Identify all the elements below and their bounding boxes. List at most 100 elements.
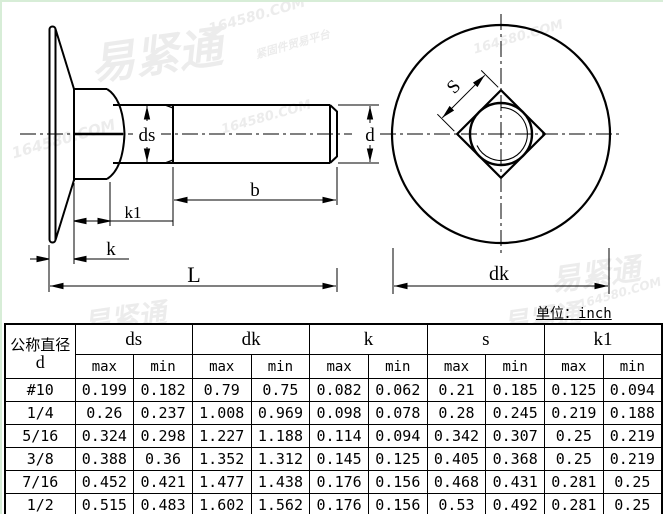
dim-label-d: d xyxy=(365,125,375,146)
table-cell: 0.156 xyxy=(367,470,428,494)
table-cell: 0.75 xyxy=(250,378,311,402)
bolt-side-view xyxy=(48,25,338,244)
table-cell: 0.324 xyxy=(74,424,135,448)
head-flat-face xyxy=(48,25,57,244)
row-diameter: 1/2 xyxy=(4,493,76,514)
subheader-min: min xyxy=(602,354,663,379)
table-cell: 1.227 xyxy=(191,424,252,448)
dim-label-b: b xyxy=(250,180,260,201)
subheader-min: min xyxy=(367,354,428,379)
table-cell: 0.219 xyxy=(602,447,663,471)
row-header-title: 公称直径 d xyxy=(4,323,76,379)
shank-thread-circle xyxy=(476,106,528,162)
row-header-d: d xyxy=(35,352,45,372)
head-circle-dk xyxy=(390,23,612,245)
table-cell: 1.352 xyxy=(191,447,252,471)
subheader-max: max xyxy=(74,354,135,379)
table-cell: 0.281 xyxy=(544,470,604,494)
table-cell: 0.431 xyxy=(485,470,545,494)
table-cell: 0.145 xyxy=(309,447,369,471)
dimension-labels: ds d b k1 k L dk xyxy=(106,125,509,287)
row-diameter: 1/4 xyxy=(4,401,76,425)
table-cell: 0.483 xyxy=(133,493,193,514)
table-cell: 1.477 xyxy=(191,470,252,494)
table-cell: 0.368 xyxy=(485,447,545,471)
table-cell: 0.515 xyxy=(74,493,135,514)
dim-label-k: k xyxy=(106,239,116,260)
subheader-min: min xyxy=(133,354,193,379)
dim-label-ds: ds xyxy=(139,125,156,146)
table-cell: 0.53 xyxy=(426,493,487,514)
subheader-min: min xyxy=(250,354,311,379)
table-cell: 0.182 xyxy=(133,378,193,402)
subheader-max: max xyxy=(309,354,369,379)
table-cell: 1.188 xyxy=(250,424,311,448)
table-cell: 0.098 xyxy=(309,401,369,425)
table-header-row: 公称直径 d ds dk k s k1 xyxy=(4,323,663,379)
table-cell: 0.26 xyxy=(74,401,135,425)
col-group-k1: k1 xyxy=(544,323,663,355)
table-cell: 0.307 xyxy=(485,424,545,448)
table-cell: 1.602 xyxy=(191,493,252,514)
side-view-dimensions xyxy=(30,104,379,292)
dim-label-k1: k1 xyxy=(125,203,142,222)
subheader-max: max xyxy=(191,354,252,379)
neck-inscribed-circle xyxy=(468,101,534,167)
table-cell: 0.078 xyxy=(367,401,428,425)
table-cell: 0.125 xyxy=(367,447,428,471)
table-subheader-row: max min max min max min max min max min xyxy=(5,354,663,379)
row-header-cn: 公称直径 xyxy=(10,336,71,354)
dim-label-L: L xyxy=(187,262,200,287)
table-cell: 1.312 xyxy=(250,447,311,471)
table-cell: 0.219 xyxy=(544,401,604,425)
table-cell: 0.421 xyxy=(133,470,193,494)
subheader-max: max xyxy=(544,354,604,379)
table-cell: 0.298 xyxy=(133,424,193,448)
table-cell: 0.25 xyxy=(602,493,663,514)
table-cell: 0.36 xyxy=(133,447,193,471)
table-cell: 1.008 xyxy=(191,401,252,425)
col-group-ds: ds xyxy=(74,323,193,355)
table-cell: 0.062 xyxy=(367,378,428,402)
row-diameter: 5/16 xyxy=(4,424,76,448)
table-cell: 0.25 xyxy=(602,470,663,494)
table-cell: 0.114 xyxy=(309,424,369,448)
table-cell: 0.082 xyxy=(309,378,369,402)
table-cell: 0.405 xyxy=(426,447,487,471)
col-group-s: s xyxy=(426,323,546,355)
table-cell: 0.342 xyxy=(426,424,487,448)
subheader-min: min xyxy=(485,354,545,379)
col-group-dk: dk xyxy=(191,323,311,355)
table-cell: 0.281 xyxy=(544,493,604,514)
table-cell: 0.176 xyxy=(309,493,369,514)
table-cell: 0.188 xyxy=(602,401,663,425)
table-cell: 1.562 xyxy=(250,493,311,514)
subheader-max: max xyxy=(426,354,487,379)
table-cell: 0.79 xyxy=(191,378,252,402)
table-cell: 0.219 xyxy=(602,424,663,448)
table-cell: 0.185 xyxy=(485,378,545,402)
table-cell: 0.25 xyxy=(544,424,604,448)
dim-label-dk: dk xyxy=(489,263,509,285)
bolt-technical-drawing: S ds d b k1 k L dk xyxy=(20,14,623,294)
table-cell: 0.094 xyxy=(367,424,428,448)
table-cell: 0.492 xyxy=(485,493,545,514)
table-cell: 0.452 xyxy=(74,470,135,494)
dim-label-s: S xyxy=(443,76,465,98)
table-cell: 0.969 xyxy=(250,401,311,425)
col-group-k: k xyxy=(309,323,428,355)
row-diameter: 3/8 xyxy=(4,447,76,471)
row-diameter: #10 xyxy=(4,378,76,402)
table-cell: 0.245 xyxy=(485,401,545,425)
table-cell: 0.237 xyxy=(133,401,193,425)
unit-label: 单位：inch xyxy=(536,306,612,322)
dimension-table: 公称直径 d ds dk k s k1 max min max min max … xyxy=(4,323,663,514)
